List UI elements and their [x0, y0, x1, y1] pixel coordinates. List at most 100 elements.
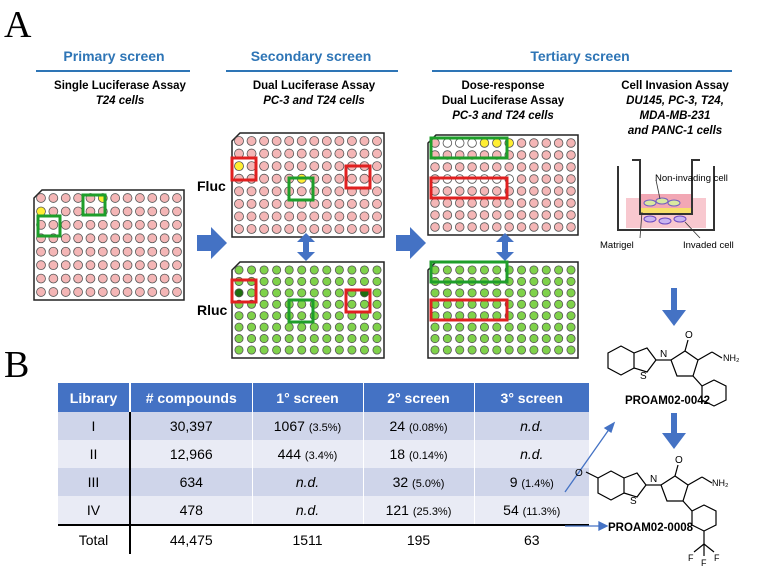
- well: [259, 276, 269, 286]
- well: [284, 136, 295, 146]
- c2-nh2-label: NH₂: [712, 478, 729, 488]
- well: [492, 162, 502, 172]
- well: [359, 136, 370, 146]
- tertiary-rule: [432, 70, 732, 72]
- well: [347, 276, 357, 286]
- well: [554, 322, 564, 332]
- c2-ome-label: O: [575, 468, 583, 479]
- tertiary-screen-header: Tertiary screen: [530, 48, 630, 64]
- well: [135, 193, 145, 203]
- well: [553, 186, 564, 196]
- fluc-green-box: [287, 176, 315, 202]
- well: [246, 224, 257, 234]
- well: [309, 288, 319, 298]
- well: [479, 345, 489, 355]
- well: [284, 224, 295, 234]
- well: [122, 260, 133, 270]
- non-invading-cell: [667, 199, 681, 207]
- well: [334, 173, 345, 184]
- well: [60, 287, 71, 297]
- compound-proam02-0008-label: PROAM02-0008: [608, 522, 694, 534]
- well: [159, 220, 170, 230]
- well: [97, 246, 108, 257]
- well: [492, 210, 502, 220]
- well: [430, 222, 440, 232]
- tertiary-rluc-red-box: [429, 298, 509, 322]
- well: [455, 265, 465, 275]
- well: [259, 186, 270, 197]
- well: [504, 198, 514, 208]
- non-invading-label: Non-invading cell: [655, 173, 728, 184]
- well: [321, 186, 332, 197]
- well: [321, 161, 332, 172]
- well: [455, 334, 465, 344]
- well: [272, 288, 282, 298]
- non-invading-cell: [655, 197, 669, 205]
- well: [259, 224, 270, 234]
- well: [346, 224, 357, 234]
- well: [442, 265, 452, 275]
- well: [110, 287, 121, 297]
- well: [541, 198, 551, 208]
- cell-s1: 1511: [251, 524, 363, 554]
- non-invading-cell: [643, 199, 657, 207]
- table-total-row: Total 44,475 1511 195 63: [58, 524, 589, 554]
- well: [359, 173, 370, 184]
- well: [272, 322, 282, 332]
- well: [372, 211, 382, 222]
- well: [479, 288, 489, 298]
- well: [566, 222, 576, 232]
- rluc-green-box: [287, 298, 315, 324]
- cell-s2: 121 (25.3%): [362, 496, 474, 525]
- well: [234, 136, 244, 146]
- well: [442, 322, 452, 332]
- well: [529, 198, 539, 208]
- well: [455, 138, 465, 148]
- well: [479, 322, 489, 332]
- panel-b-letter: B: [4, 344, 30, 386]
- well: [347, 299, 357, 309]
- well: [48, 246, 59, 257]
- well: [347, 265, 357, 275]
- well: [159, 260, 170, 270]
- c1-nh2-label: NH₂: [723, 353, 740, 363]
- col-library: Library: [58, 383, 131, 412]
- well: [529, 186, 539, 196]
- well: [246, 136, 257, 146]
- well: [372, 224, 382, 234]
- well: [492, 198, 502, 208]
- well: [516, 150, 527, 160]
- well: [529, 210, 539, 220]
- well: [359, 345, 369, 355]
- well: [492, 322, 502, 332]
- well: [541, 174, 551, 184]
- well: [36, 287, 46, 297]
- well: [334, 322, 344, 332]
- well: [492, 345, 502, 355]
- well: [284, 276, 294, 286]
- well: [284, 334, 294, 344]
- well: [334, 136, 345, 146]
- well: [259, 311, 269, 321]
- well: [60, 220, 71, 230]
- well: [554, 299, 564, 309]
- well: [85, 233, 96, 244]
- well: [372, 311, 382, 321]
- well: [479, 334, 489, 344]
- well: [504, 210, 514, 220]
- well: [297, 265, 307, 275]
- well: [553, 138, 564, 148]
- well: [122, 287, 133, 297]
- well: [234, 322, 244, 332]
- cell-compounds: 12,966: [129, 440, 252, 468]
- chemistry-diagram: O NH₂ N S PROAM02-0042 O O NH₂ N S F F F…: [564, 288, 740, 568]
- well: [297, 288, 307, 298]
- well: [566, 186, 576, 196]
- cell-s3: 9 (1.4%): [473, 468, 589, 496]
- well: [147, 287, 158, 297]
- well: [322, 345, 332, 355]
- well: [85, 260, 96, 270]
- well: [529, 138, 539, 148]
- well: [566, 210, 576, 220]
